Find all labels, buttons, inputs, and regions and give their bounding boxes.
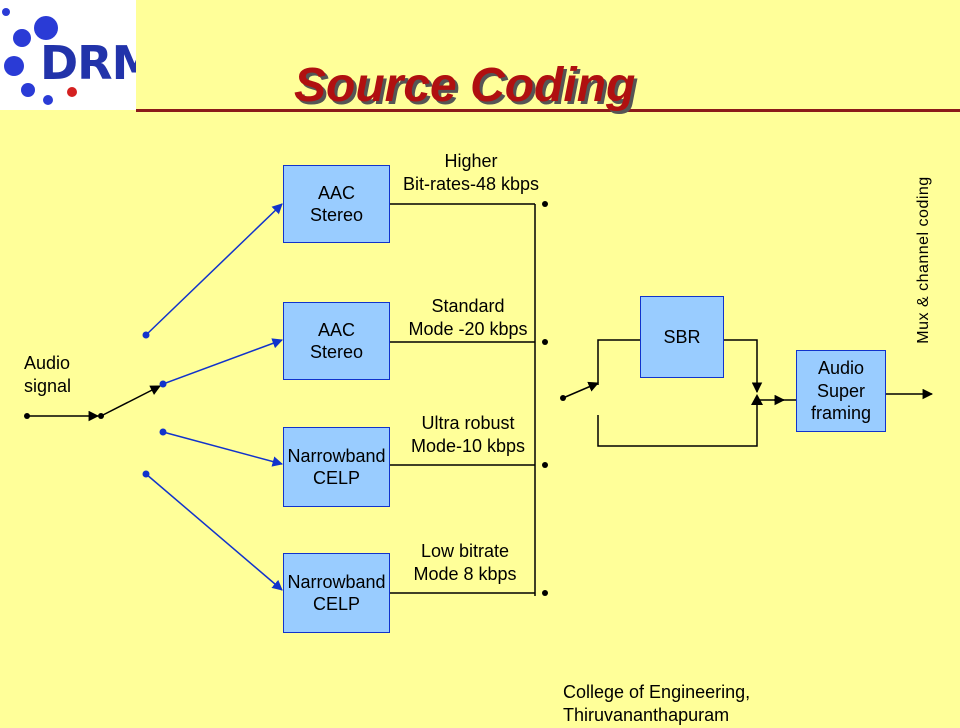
coder-feed-lines xyxy=(145,203,284,591)
title-divider xyxy=(136,109,960,112)
drm-logo: DRM xyxy=(0,0,136,110)
logo-dots-graphic xyxy=(2,8,77,105)
mode-label-high: Higher Bit-rates-48 kbps xyxy=(402,151,540,194)
page-title: Source Coding xyxy=(294,59,636,112)
logo-text: DRM xyxy=(40,36,136,90)
audio-signal-label: Audio signal xyxy=(24,353,72,396)
coder-output-lines xyxy=(390,203,536,596)
input-switch-contacts xyxy=(142,331,167,478)
mode-label-standard: Standard Mode -20 kbps xyxy=(408,296,528,339)
output-switch xyxy=(542,201,934,596)
mux-channel-coding-label: Mux & channel coding xyxy=(915,176,932,344)
mode-label-robust: Ultra robust Mode-10 kbps xyxy=(410,413,526,456)
sbr-box: SBR xyxy=(640,296,724,378)
footer-institution: College of Engineering, Thiruvananthapur… xyxy=(563,682,751,726)
audio-super-framing-box: Audio Super framing xyxy=(796,350,886,432)
mode-label-low: Low bitrate Mode 8 kbps xyxy=(413,541,517,584)
input-line xyxy=(24,385,161,422)
